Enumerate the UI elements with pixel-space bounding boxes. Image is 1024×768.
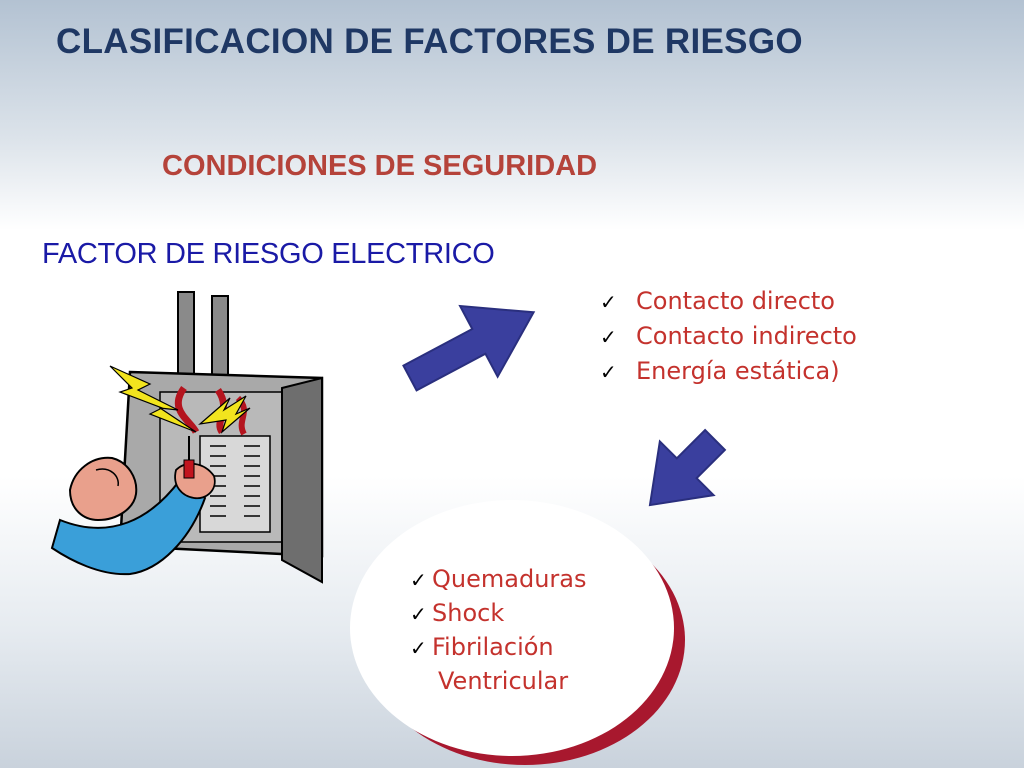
slide-subtitle: CONDICIONES DE SEGURIDAD bbox=[162, 150, 598, 182]
list-item: ✓ Contacto directo bbox=[600, 284, 857, 319]
list-item: ✓Fibrilación bbox=[410, 630, 586, 664]
check-icon: ✓ bbox=[410, 602, 427, 626]
list-item-label: Fibrilación bbox=[432, 633, 554, 661]
list-item-label: Shock bbox=[432, 599, 505, 627]
slide-title: CLASIFICACION DE FACTORES DE RIESGO bbox=[56, 22, 803, 61]
list-item-label: Quemaduras bbox=[432, 565, 587, 593]
check-icon: ✓ bbox=[600, 360, 617, 384]
check-icon: ✓ bbox=[600, 325, 617, 349]
arrow-down-left-icon bbox=[648, 428, 727, 507]
arrow-up-right-icon bbox=[402, 304, 536, 392]
check-icon: ✓ bbox=[410, 568, 427, 592]
contact-types-list: ✓ Contacto directo ✓ Contacto indirecto ✓ E… bbox=[600, 284, 857, 389]
check-icon: ✓ bbox=[410, 636, 427, 660]
effects-oval bbox=[350, 500, 685, 765]
effects-list: ✓Quemaduras ✓Shock ✓Fibrilación Ventricu… bbox=[410, 562, 586, 698]
list-item: ✓ Energía estática) bbox=[600, 354, 857, 389]
check-icon: ✓ bbox=[600, 290, 617, 314]
list-item-continuation: Ventricular bbox=[438, 667, 569, 695]
list-item: ✓Shock bbox=[410, 596, 586, 630]
list-item: ✓Quemaduras bbox=[410, 562, 586, 596]
list-item-label: Energía estática bbox=[636, 357, 831, 385]
list-item-label: Contacto indirecto bbox=[636, 322, 857, 350]
list-item: ✓ Contacto indirecto bbox=[600, 319, 857, 354]
closing-paren: ) bbox=[830, 357, 840, 385]
list-item: Ventricular bbox=[410, 664, 586, 698]
list-item-label: Contacto directo bbox=[636, 287, 835, 315]
risk-factor-heading: FACTOR DE RIESGO ELECTRICO bbox=[42, 238, 495, 270]
electrician-panel-icon bbox=[50, 291, 324, 584]
